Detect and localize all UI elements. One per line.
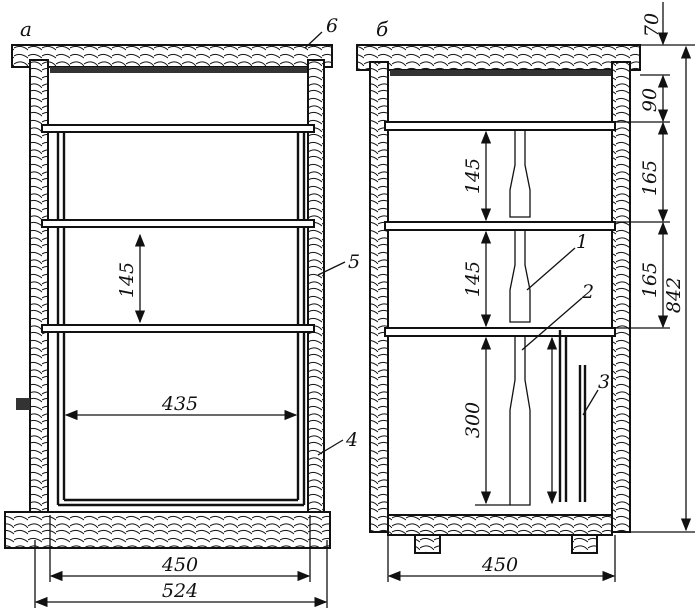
dim-165b: 165 bbox=[639, 262, 661, 298]
dim-524: 524 bbox=[162, 580, 198, 602]
top-bar-1 bbox=[384, 121, 616, 131]
bottom-board bbox=[4, 511, 331, 549]
dim-90: 90 bbox=[639, 88, 661, 112]
entrance-latch bbox=[16, 398, 30, 410]
dim-145: 145 bbox=[116, 262, 138, 298]
foot-left bbox=[414, 534, 441, 554]
dim-300: 300 bbox=[462, 402, 484, 438]
callout-4: 4 bbox=[345, 429, 358, 451]
frame-3 bbox=[56, 332, 306, 507]
callout-2: 2 bbox=[581, 281, 594, 303]
frame-2 bbox=[56, 227, 306, 325]
frame-profile-3 bbox=[509, 336, 531, 506]
dim-145a: 145 bbox=[462, 158, 484, 194]
view-b-label: б bbox=[376, 17, 389, 41]
callout-5: 5 bbox=[348, 251, 360, 273]
callout-1: 1 bbox=[576, 231, 588, 253]
bottom bbox=[387, 514, 613, 536]
frame-1 bbox=[56, 132, 306, 220]
ceiling-mesh bbox=[50, 67, 308, 73]
dim-450b: 450 bbox=[481, 554, 518, 576]
dim-165a: 165 bbox=[639, 160, 661, 196]
view-a: а 145 435 450 524 6 5 4 bbox=[4, 15, 360, 608]
top-bar-3 bbox=[41, 324, 315, 333]
leader-4 bbox=[317, 439, 344, 456]
dim-435: 435 bbox=[161, 393, 198, 415]
lid bbox=[356, 44, 641, 71]
left-wall bbox=[369, 61, 389, 533]
view-b: б 145 145 300 1 2 3 450 bbox=[356, 2, 695, 582]
right-wall bbox=[611, 61, 631, 533]
lid bbox=[11, 44, 333, 68]
callout-3: 3 bbox=[598, 371, 610, 393]
frame-profile-2 bbox=[509, 230, 531, 323]
leader-1 bbox=[526, 247, 576, 291]
leader-3 bbox=[582, 389, 599, 416]
dim-450: 450 bbox=[161, 554, 198, 576]
top-bar-2 bbox=[41, 219, 315, 228]
extension-lines bbox=[34, 515, 328, 608]
foot-right bbox=[571, 534, 598, 554]
leader-6 bbox=[304, 31, 323, 49]
divider-board bbox=[558, 330, 587, 502]
leader-5 bbox=[317, 261, 346, 276]
leader-2 bbox=[521, 297, 583, 351]
frame-profile-1 bbox=[509, 130, 531, 218]
top-bar-3 bbox=[384, 327, 616, 337]
top-bar-1 bbox=[41, 124, 315, 133]
dim-145b: 145 bbox=[462, 261, 484, 297]
dim-70: 70 bbox=[641, 13, 663, 37]
dim-842: 842 bbox=[663, 277, 685, 313]
extension-lines-inner bbox=[475, 129, 510, 506]
ceiling-mesh bbox=[390, 70, 612, 76]
top-bar-2 bbox=[384, 221, 616, 231]
view-a-label: а bbox=[20, 17, 32, 41]
callout-6: 6 bbox=[326, 15, 338, 37]
